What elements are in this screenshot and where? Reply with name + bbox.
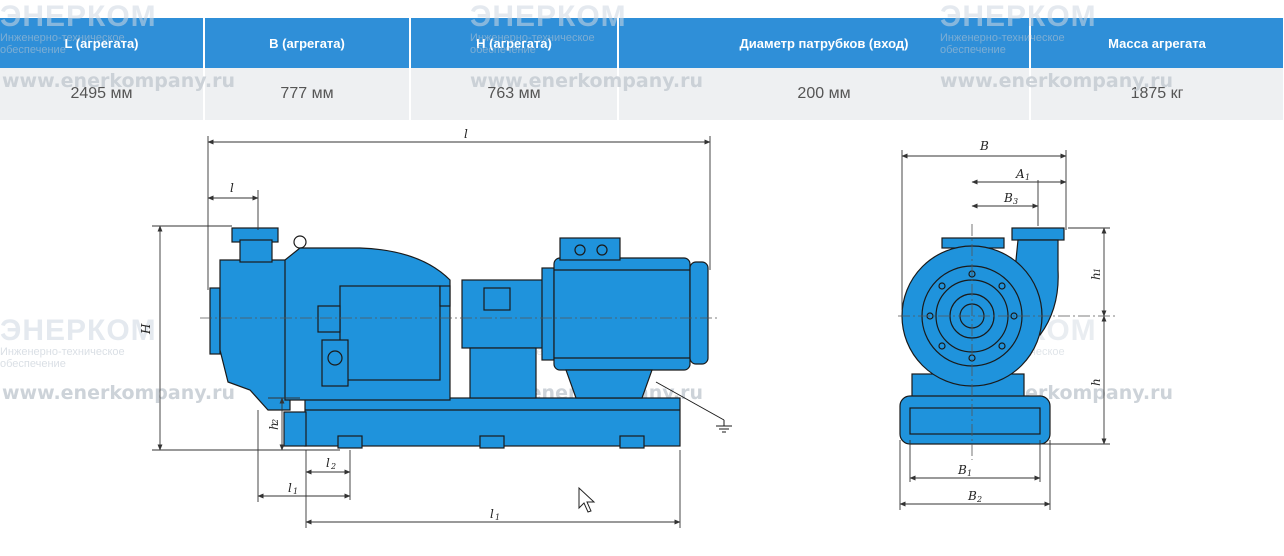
mouse-cursor-icon bbox=[578, 486, 596, 513]
label-H: H bbox=[139, 323, 153, 335]
label-l-overall: l bbox=[464, 127, 468, 141]
label-h2-sub: 2 bbox=[271, 419, 280, 425]
label-l1-long-sub: 1 bbox=[495, 513, 500, 522]
label-B1-sub: 1 bbox=[967, 469, 972, 478]
label-l2-sub: 2 bbox=[330, 462, 336, 471]
base-foot bbox=[337, 435, 363, 449]
terminal-box bbox=[559, 237, 621, 261]
label-B3-sub: 3 bbox=[1013, 197, 1018, 206]
front-view-dimensions bbox=[899, 150, 1110, 510]
value-width: 777 мм bbox=[204, 68, 411, 120]
coupling-support bbox=[469, 347, 537, 399]
label-B3: B bbox=[1003, 191, 1013, 205]
label-h1: h bbox=[1089, 272, 1103, 280]
base-frame-end bbox=[283, 411, 307, 447]
gland bbox=[317, 305, 341, 333]
pump-casing bbox=[219, 259, 291, 411]
side-view-dimensions bbox=[152, 136, 711, 528]
label-A1-sub: 1 bbox=[1025, 173, 1030, 182]
label-B1: B bbox=[957, 463, 967, 477]
label-l1-long: l bbox=[490, 507, 494, 521]
bearing-frame bbox=[339, 285, 441, 381]
value-mass: 1875 кг bbox=[1030, 68, 1284, 120]
specs-value-row: 2495 мм 777 мм 763 мм 200 мм 1875 кг bbox=[0, 68, 1284, 120]
base-foot bbox=[479, 435, 505, 449]
label-B: B bbox=[979, 139, 989, 153]
label-B2: B bbox=[967, 489, 977, 503]
motor-flange bbox=[541, 267, 555, 361]
specs-table: L (агрегата) B (агрегата) H (агрегата) Д… bbox=[0, 18, 1284, 120]
header-width: B (агрегата) bbox=[204, 18, 411, 68]
suction-flange bbox=[209, 287, 221, 355]
warning-plate bbox=[483, 287, 511, 311]
label-l1-short: l bbox=[288, 481, 292, 495]
label-l-flange: l bbox=[230, 181, 234, 195]
motor-feet bbox=[565, 369, 653, 399]
drain-plug bbox=[327, 350, 343, 366]
header-height: H (агрегата) bbox=[410, 18, 619, 68]
front-discharge-flange bbox=[1011, 227, 1065, 241]
discharge-neck bbox=[239, 239, 273, 263]
value-length: 2495 мм bbox=[0, 68, 205, 120]
label-l2: l bbox=[326, 456, 330, 470]
header-length: L (агрегата) bbox=[0, 18, 205, 68]
pump-front-view bbox=[899, 227, 1065, 445]
label-h1-sub: 1 bbox=[1093, 268, 1102, 273]
specs-header-row: L (агрегата) B (агрегата) H (агрегата) Д… bbox=[0, 18, 1284, 68]
label-h: h bbox=[1089, 378, 1103, 386]
pump-side-view bbox=[209, 227, 732, 449]
motor-fan-cover bbox=[689, 261, 709, 365]
header-mass: Масса агрегата bbox=[1030, 18, 1284, 68]
value-inlet-diameter: 200 мм bbox=[618, 68, 1031, 120]
value-height: 763 мм bbox=[410, 68, 619, 120]
front-view-labels: B A 1 B 3 h 1 h B 1 B 2 bbox=[957, 139, 1103, 504]
header-inlet-diameter: Диаметр патрубков (вход) bbox=[618, 18, 1031, 68]
label-h2: h bbox=[267, 422, 281, 430]
base-foot bbox=[619, 435, 645, 449]
label-B2-sub: 2 bbox=[976, 495, 982, 504]
side-view-labels: l l H h 2 l 2 l 1 l 1 bbox=[139, 127, 500, 522]
dimension-drawing: l l H h 2 l 2 l 1 l 1 bbox=[139, 127, 1116, 528]
label-l1-short-sub: 1 bbox=[293, 487, 298, 496]
lifting-eye bbox=[293, 235, 307, 249]
label-A1: A bbox=[1015, 167, 1025, 181]
electric-motor bbox=[553, 257, 691, 371]
